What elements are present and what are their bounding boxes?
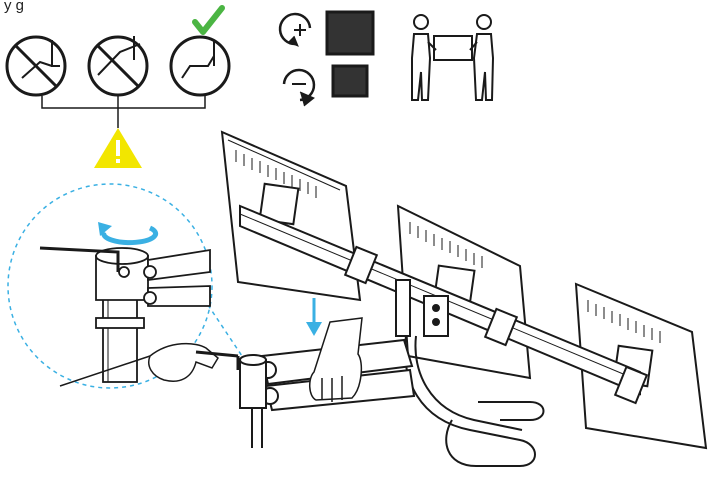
hand-on-arm xyxy=(310,318,362,402)
rotate-clockwise-plus-icon xyxy=(280,14,310,46)
allowed-arm-checkmark-icon xyxy=(171,8,229,95)
caption-fragment: y g xyxy=(4,0,24,14)
large-monitor-icon xyxy=(327,12,373,54)
rotate-adjust-arrow-icon xyxy=(98,222,156,243)
prohibited-bent-arm-icon xyxy=(7,37,65,95)
downward-arrow-icon xyxy=(306,298,322,336)
warning-triangle-icon xyxy=(94,128,142,168)
two-person-lift-icon xyxy=(412,15,493,100)
prohibited-extended-arm-icon xyxy=(89,36,147,95)
icon-bracket xyxy=(42,96,205,128)
small-monitor-icon xyxy=(333,66,367,96)
detail-hand xyxy=(60,344,238,386)
rotate-counterclockwise-minus-icon xyxy=(284,70,314,106)
